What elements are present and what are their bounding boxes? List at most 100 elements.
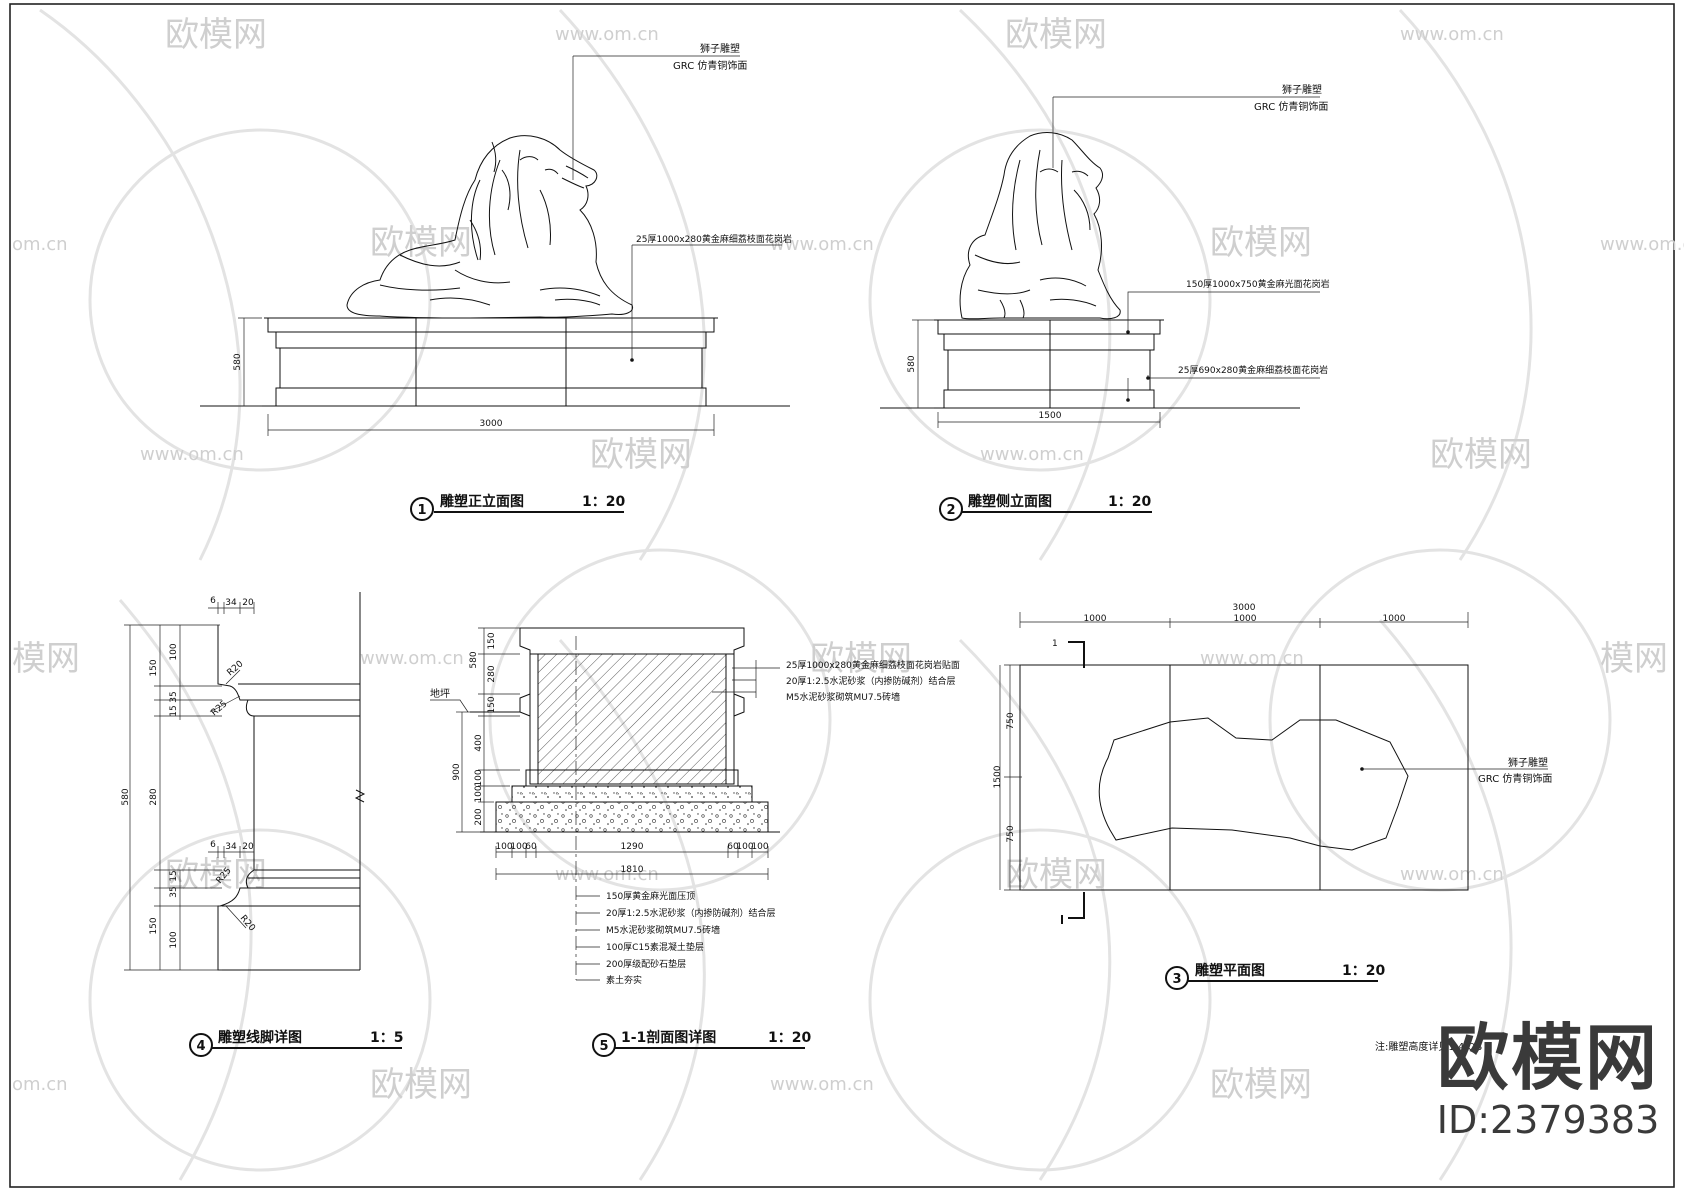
pedestal-front: [200, 317, 790, 407]
dim-seg: 1000: [1084, 614, 1107, 624]
dim-15: 15: [169, 705, 179, 716]
watermark-brand: 欧模网: [590, 435, 692, 475]
dim-bottom: 6: [210, 840, 216, 850]
dim-height: 580: [907, 355, 917, 372]
drawing-number: 3: [1172, 972, 1181, 987]
dim-left: 200: [474, 808, 484, 825]
label-cladding: 25厚690x280黄金麻细荔枝面花岗岩: [1178, 364, 1328, 376]
dim-left-total: 900: [452, 763, 462, 780]
callout-bottom: 100厚C15素混凝土垫层: [606, 941, 704, 953]
label-sculpture: 狮子雕塑: [700, 42, 740, 55]
drawing-scale: 1：20: [1108, 494, 1151, 510]
callout-right: 25厚1000x280黄金麻细荔枝面花岗岩贴面: [786, 659, 960, 671]
dim-depth: 1500: [993, 765, 1003, 788]
watermark-site: www.om.cn: [555, 864, 659, 885]
watermark-brand: 欧模网: [370, 223, 472, 263]
lion-sculpture-front: [346, 135, 634, 319]
dim-280: 280: [149, 788, 159, 805]
drawing-scale: 1：20: [1342, 963, 1385, 979]
watermark-brand: 欧模网: [1210, 1065, 1312, 1105]
label-cladding: 25厚1000x280黄金麻细荔枝面花岗岩: [636, 233, 792, 245]
sheet-note: 注:雕塑高度详见1.4 OB: [1375, 1040, 1482, 1053]
drawing-title: 1-1剖面图详图: [621, 1029, 716, 1046]
drawing-title: 雕塑侧立面图: [968, 493, 1052, 510]
dim-left: 100: [474, 769, 484, 786]
watermark-site: www.om.cn: [360, 648, 464, 669]
dim-top: 34: [225, 598, 237, 608]
watermark-site: www.om.cn: [555, 24, 659, 45]
drawing-scale: 1：20: [768, 1030, 811, 1046]
label-finish: GRC 仿青铜饰面: [1254, 100, 1328, 113]
callout-right: 20厚1:2.5水泥砂浆（内掺防碱剂）结合层: [786, 675, 956, 687]
drawing-scale: 1：5: [370, 1030, 403, 1046]
callout-bottom: 150厚黄金麻光面压顶: [606, 890, 695, 902]
watermark-site: www.om.cn: [1600, 234, 1684, 255]
dim-35: 35: [169, 691, 179, 702]
callout-bottom: 素土夯实: [606, 974, 642, 986]
pedestal-side: [880, 319, 1300, 409]
dim-top: 20: [242, 598, 254, 608]
callout-right: M5水泥砂浆砌筑MU7.5砖墙: [786, 691, 900, 703]
dim-100: 100: [169, 643, 179, 660]
dim-bottom: 34: [225, 842, 237, 852]
watermark-site: www.om.cn: [1400, 864, 1504, 885]
dim-width: 1500: [1039, 411, 1062, 421]
watermark-site: www.om.cn: [770, 234, 874, 255]
watermark-id: ID:2379383: [1436, 1098, 1660, 1142]
dim-width: 3000: [480, 419, 503, 429]
dim-bottom: 100: [736, 842, 753, 852]
dim-15: 15: [169, 870, 179, 881]
watermark-brand: 欧模网: [1430, 435, 1532, 475]
watermark-site: www.om.cn: [770, 1074, 874, 1095]
callout-bottom: 200厚级配砂石垫层: [606, 958, 686, 970]
drawing-number: 2: [946, 503, 955, 518]
drawing-number: 4: [196, 1039, 205, 1054]
dim-total: 580: [121, 788, 131, 805]
drawing-title: 雕塑正立面图: [440, 493, 524, 510]
dim-100: 100: [169, 931, 179, 948]
watermark-site: www.om.cn: [980, 444, 1084, 465]
drawing-number-badge: [410, 497, 434, 521]
watermark-site: om.cn: [12, 234, 68, 255]
dim-left: 280: [487, 665, 497, 682]
watermark-site: www.om.cn: [1200, 648, 1304, 669]
drawing-number: 1: [417, 503, 426, 518]
dim-left: 150: [487, 696, 497, 713]
dim-bottom: 60: [727, 842, 739, 852]
label-sculpture: 狮子雕塑: [1282, 83, 1322, 96]
molding-detail: 580 150 100 35 15 280 15 35 150 100 6 34…: [121, 592, 403, 1057]
watermark-brand: 欧模网: [1005, 15, 1107, 55]
side-elevation: 狮子雕塑 GRC 仿青铜饰面 150厚1000x750黄金麻光面花岗岩 25厚6…: [880, 83, 1330, 521]
label-cap: 150厚1000x750黄金麻光面花岗岩: [1186, 278, 1330, 290]
watermark-brand: 欧模网: [165, 15, 267, 55]
dim-bottom: 1290: [621, 842, 644, 852]
label-finish: GRC 仿青铜饰面: [673, 59, 747, 72]
sheet-border: [9, 3, 1675, 1188]
drawing-title: 雕塑线脚详图: [218, 1029, 302, 1046]
dim-half: 750: [1006, 712, 1016, 729]
dim-seg: 1000: [1383, 614, 1406, 624]
dim-top-580: 580: [469, 651, 479, 668]
dim-height: 580: [233, 353, 243, 370]
watermark-brand: 欧模网: [810, 639, 912, 679]
drawing-number-badge: [1165, 966, 1189, 990]
watermark-brand: 欧模网: [370, 1065, 472, 1105]
plan-view: 狮子雕塑 GRC 仿青铜饰面 1 3000 1000 1000 1000 150…: [993, 603, 1552, 990]
dim-bottom: 60: [525, 842, 537, 852]
drawing-title: 雕塑平面图: [1195, 962, 1265, 979]
watermark-brand: 欧模网: [1005, 855, 1107, 895]
drawing-scale: 1：20: [582, 494, 625, 510]
drawing-number-badge: [592, 1033, 616, 1057]
callout-bottom: 20厚1:2.5水泥砂浆（内掺防碱剂）结合层: [606, 907, 776, 919]
dim-left: 100: [474, 785, 484, 802]
drawing-number: 5: [599, 1039, 608, 1054]
drawing-number-badge: [939, 497, 963, 521]
dim-total: 3000: [1233, 603, 1256, 613]
watermark-site: om.cn: [12, 1074, 68, 1095]
dim-half: 750: [1006, 825, 1016, 842]
dim-bottom: 100: [495, 842, 512, 852]
corner-watermark: 欧模网 ID:2379383: [1418, 1018, 1678, 1142]
dim-bottom: 100: [751, 842, 768, 852]
dim-top: 6: [210, 596, 216, 606]
lion-sculpture-side: [959, 132, 1121, 320]
